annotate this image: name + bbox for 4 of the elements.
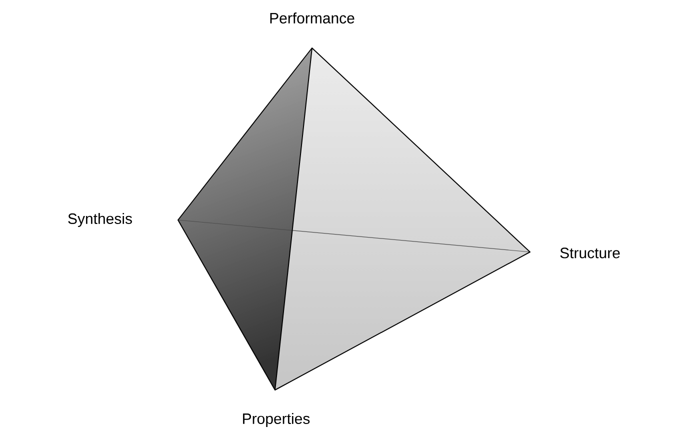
vertex-label: Synthesis (68, 213, 132, 227)
vertex-label: Structure (560, 248, 620, 258)
vertex-label: Performance (270, 12, 354, 24)
vertex-label: Properties (243, 413, 310, 427)
